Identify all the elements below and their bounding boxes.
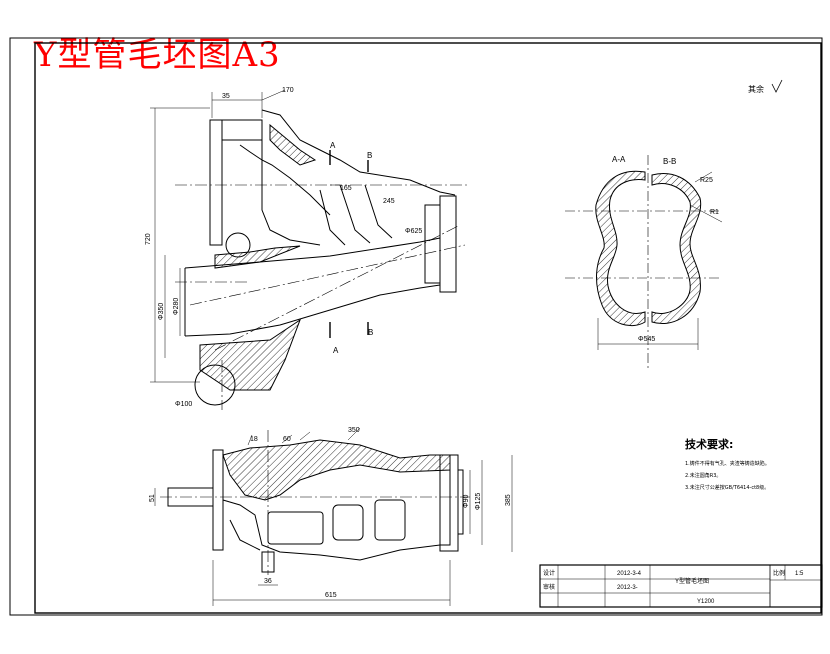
section-view-dimensions [597, 171, 723, 350]
dim-350b: 350 [348, 427, 360, 434]
technical-notes: 技术要求: 1.铸件不得有气孔、夹渣等铸造缺陷。 2.未注圆角R3。 3.未注尺… [685, 437, 770, 491]
dim-720: 720 [145, 233, 152, 245]
roughness-symbol: 其余 [748, 79, 783, 94]
front-view-dimensions [150, 89, 286, 383]
title-block-drawing-no: Y1200 [697, 599, 715, 605]
section-a-label-top: A [330, 141, 336, 150]
section-view [565, 155, 720, 370]
title-block-date1: 2012-3-4 [617, 571, 642, 577]
dim-35: 35 [222, 93, 230, 100]
dim-280: Φ280 [173, 298, 180, 315]
section-bb-label: B-B [663, 157, 676, 166]
bottom-view [160, 430, 470, 575]
section-aa-label: A-A [612, 155, 626, 164]
dim-170: 170 [282, 87, 294, 94]
title-block-date2: 2012-3- [617, 585, 638, 591]
front-view [175, 109, 470, 410]
roughness-label: 其余 [748, 84, 764, 94]
bottom-view-dimensions [154, 427, 513, 606]
dim-385: 385 [505, 494, 512, 506]
note-item-2: 2.未注圆角R3。 [685, 472, 721, 479]
title-block-part-name: Y型管毛坯图 [675, 577, 709, 585]
title-block [539, 564, 823, 608]
dim-36: 36 [264, 578, 272, 585]
dim-350: Φ350 [158, 303, 165, 320]
dim-625: Φ625 [405, 228, 422, 235]
dim-90: Φ90 [463, 495, 470, 508]
dim-245: 245 [383, 198, 395, 205]
dim-615: 615 [325, 592, 337, 599]
section-b-label-bottom: B [368, 328, 373, 337]
dim-60: 60 [283, 436, 291, 443]
section-a-label-bottom: A [333, 346, 339, 355]
title-block-checker: 审核 [543, 583, 555, 591]
dim-125: Φ125 [475, 493, 482, 510]
title-block-scale-label: 比例 [773, 569, 785, 577]
inner-border [34, 42, 822, 614]
title-block-scale: 1:5 [795, 571, 804, 577]
dim-545: Φ545 [638, 336, 655, 343]
section-b-label-top: B [367, 151, 372, 160]
title-block-designer: 设计 [543, 569, 555, 577]
dim-r1: R1 [710, 209, 719, 216]
note-item-3: 3.未注尺寸公差按GB/T6414-ct8级。 [685, 484, 769, 491]
dim-100: Φ100 [175, 401, 192, 408]
note-item-1: 1.铸件不得有气孔、夹渣等铸造缺陷。 [685, 460, 770, 467]
notes-heading: 技术要求: [685, 437, 733, 451]
dim-51: 51 [149, 494, 156, 502]
dim-r25: R25 [700, 177, 713, 184]
outer-border [9, 37, 823, 616]
dim-18: 18 [250, 436, 258, 443]
dim-165: 165 [340, 185, 352, 192]
